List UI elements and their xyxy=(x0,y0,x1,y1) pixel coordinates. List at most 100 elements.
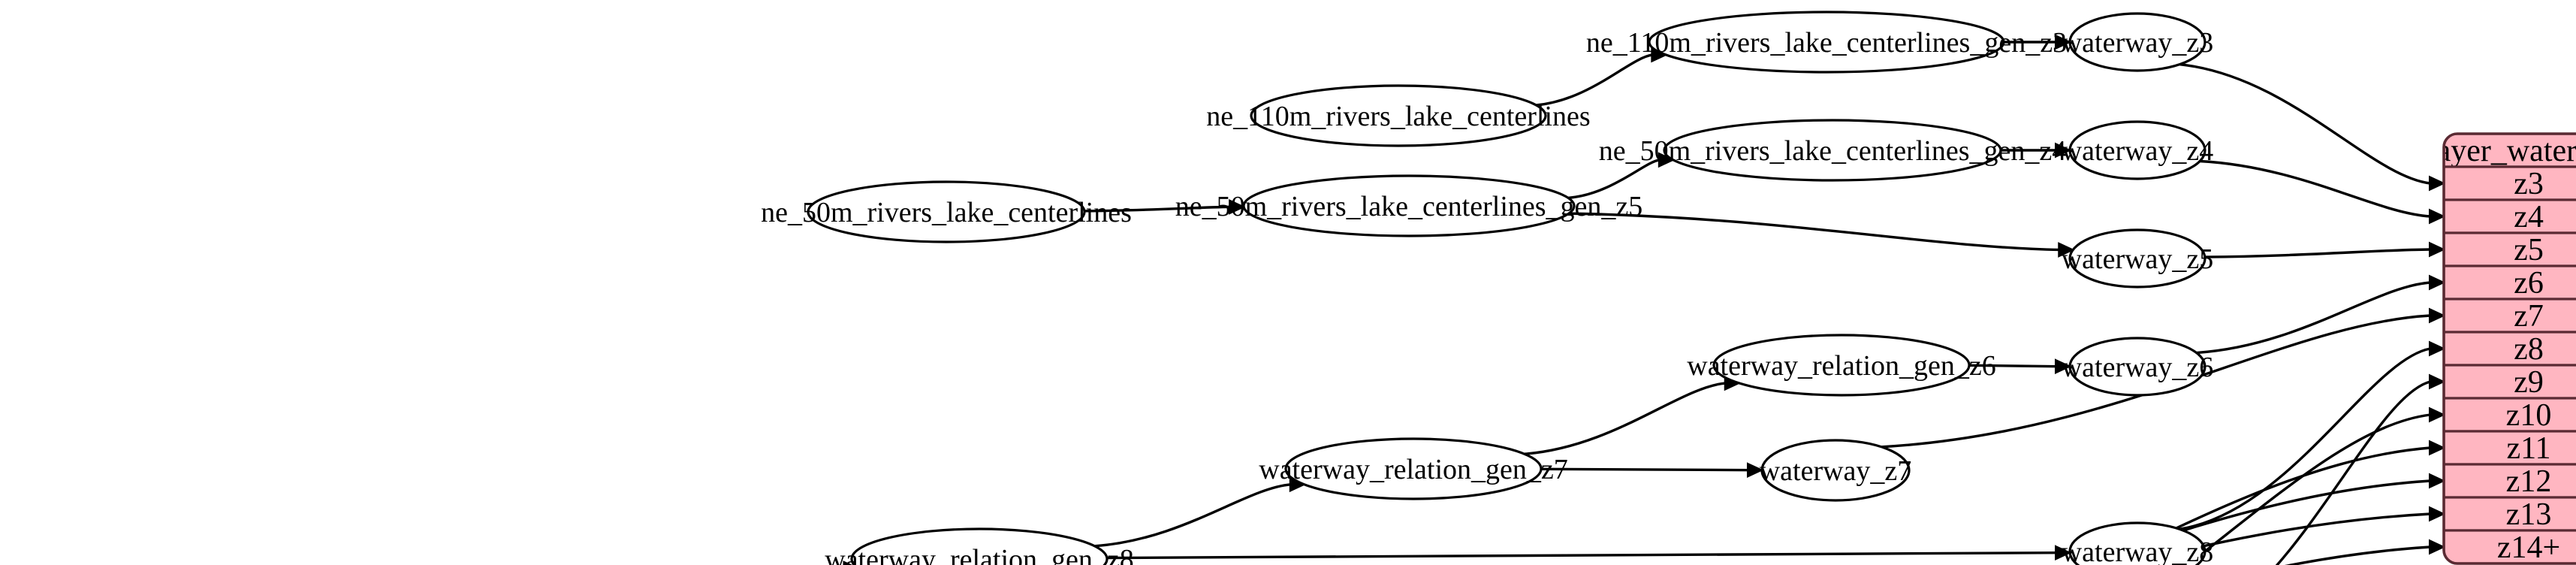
node-shape xyxy=(2068,521,2206,565)
graph-edge-waterway_relation_gen_z7-to-waterway_z7 xyxy=(1540,467,1749,472)
legend-row-label: z7 xyxy=(2514,299,2544,334)
node-shape xyxy=(1760,439,1911,502)
arrow-head-icon xyxy=(1747,462,1764,479)
node-shape xyxy=(2068,228,2206,289)
arrow-head-icon xyxy=(2055,34,2072,50)
legend-row-label: z4 xyxy=(2514,200,2544,234)
legend-row-z3[interactable] xyxy=(2444,165,2576,201)
graph-node-waterway_z4[interactable]: waterway_z4 xyxy=(2062,120,2214,180)
graph-node-ne_110m_rivers_lake_centerlines[interactable]: ne_110m_rivers_lake_centerlines xyxy=(1206,84,1591,147)
arrow-head-icon xyxy=(2055,545,2072,561)
node-shape xyxy=(807,180,1086,243)
legend-row-z11[interactable] xyxy=(2444,430,2576,466)
legend-header-label: layer_waterway xyxy=(2428,134,2576,168)
graph-node-waterway_relation_gen_z7[interactable]: waterway_relation_gen_z7 xyxy=(1259,437,1568,500)
node-shape xyxy=(1250,84,1547,147)
legend-row-label: z10 xyxy=(2506,398,2552,433)
graph-node-ne_110m_rivers_lake_centerlines_gen_z3[interactable]: ne_110m_rivers_lake_centerlines_gen_z3 xyxy=(1586,11,2067,74)
graph-node-ne_50m_rivers_lake_centerlines_gen_z4[interactable]: ne_50m_rivers_lake_centerlines_gen_z4 xyxy=(1599,119,2067,182)
legend-row-z5[interactable] xyxy=(2444,231,2576,267)
node-label: ne_110m_rivers_lake_centerlines xyxy=(1206,101,1590,132)
node-label: ne_50m_rivers_lake_centerlines_gen_z5 xyxy=(1175,191,1643,222)
graph-edge-waterway_z8-to-layer_z8 xyxy=(2179,347,2431,531)
legend-row-label: z6 xyxy=(2514,266,2544,301)
legend-row-label: z12 xyxy=(2506,464,2552,499)
graph-node-waterway_z5[interactable]: waterway_z5 xyxy=(2062,228,2214,289)
arrow-head-icon xyxy=(2058,242,2075,258)
node-label: waterway_relation_gen_z6 xyxy=(1687,350,1996,382)
node-label: waterway_z7 xyxy=(1760,455,1912,487)
legend-row-z13[interactable] xyxy=(2444,496,2576,532)
legend-row-z14plus[interactable] xyxy=(2444,529,2576,563)
graph-node-waterway_z3[interactable]: waterway_z3 xyxy=(2062,12,2214,72)
arrow-head-icon xyxy=(2429,539,2446,555)
node-label: waterway_relation_gen_z7 xyxy=(1259,454,1568,485)
legend-table: layer_waterwayz3z4z5z6z7z8z9z10z11z12z13… xyxy=(2428,132,2576,565)
node-shape xyxy=(2068,120,2206,180)
legend-row-label: z14+ xyxy=(2497,530,2560,565)
legend-row-z4[interactable] xyxy=(2444,198,2576,234)
graph-node-waterway_relation_gen_z8[interactable]: waterway_relation_gen_z8 xyxy=(825,527,1134,565)
graph-node-waterway_z7[interactable]: waterway_z7 xyxy=(1760,439,1912,502)
arrow-head-icon xyxy=(2429,440,2446,456)
legend-row-z9[interactable] xyxy=(2444,364,2576,400)
arrow-head-icon xyxy=(2055,142,2072,159)
graph-node-waterway_z8[interactable]: waterway_z8 xyxy=(2062,521,2214,565)
node-shape xyxy=(850,527,1109,565)
graph-edge-waterway_relation_gen_z7-to-waterway_relation_gen_z6 xyxy=(1524,382,1726,455)
legend-row-label: z9 xyxy=(2514,365,2544,400)
graph-node-waterway_relation_gen_z6[interactable]: waterway_relation_gen_z6 xyxy=(1687,334,1996,397)
arrow-head-icon xyxy=(2429,274,2446,291)
graph-edge-ne_50m_rivers_lake_centerlines_gen_z5-to-waterway_z5 xyxy=(1568,212,2060,252)
graph-edge-waterway_z12-to-layer_z12 xyxy=(2077,479,2431,565)
node-shape xyxy=(1284,437,1543,500)
legend-header-cell xyxy=(2444,134,2576,168)
legend-row-label: z11 xyxy=(2506,431,2550,466)
arrow-head-icon xyxy=(843,560,853,565)
graph-edge-waterway_relation_gen_z6-to-waterway_z6 xyxy=(1968,364,2057,368)
legend-row-label: z3 xyxy=(2514,167,2544,201)
legend-row-z6[interactable] xyxy=(2444,264,2576,301)
graph-edge-waterway_z3-to-layer_z3 xyxy=(2179,62,2431,185)
legend-row-label: z8 xyxy=(2514,332,2544,367)
node-label: ne_110m_rivers_lake_centerlines_gen_z3 xyxy=(1586,27,2067,59)
arrow-head-icon xyxy=(2429,175,2446,192)
graph-edge-waterway_z9-to-layer_z9 xyxy=(2275,380,2431,565)
node-shape xyxy=(1648,11,2005,74)
legend-row-z8[interactable] xyxy=(2444,331,2576,367)
arrow-head-icon xyxy=(2429,208,2446,225)
graph-edge-waterway_relation_gen_z8-to-waterway_z8 xyxy=(1106,551,2057,560)
node-label: waterway_z8 xyxy=(2062,536,2214,565)
arrow-head-icon xyxy=(2429,241,2446,258)
node-label: ne_50m_rivers_lake_centerlines_gen_z4 xyxy=(1599,135,2067,167)
node-shape xyxy=(1712,334,1971,397)
arrow-head-icon xyxy=(2055,358,2072,375)
arrow-head-icon xyxy=(1229,199,1246,215)
arrow-head-icon xyxy=(2429,340,2446,357)
arrow-head-icon xyxy=(2429,406,2446,423)
node-label: waterway_z6 xyxy=(2062,352,2214,383)
graph-node-ne_50m_rivers_lake_centerlines[interactable]: ne_50m_rivers_lake_centerlines xyxy=(761,180,1132,243)
graph-node-ne_50m_rivers_lake_centerlines_gen_z5[interactable]: ne_50m_rivers_lake_centerlines_gen_z5 xyxy=(1175,174,1643,237)
graph-edge-waterway_z6-to-layer_z6 xyxy=(2196,281,2431,355)
graph-edge-waterway_relation_gen_z8-to-waterway_relation_gen_z7 xyxy=(1094,483,1291,548)
legend-row-label: z13 xyxy=(2506,497,2552,532)
node-shape xyxy=(1663,119,2002,182)
edges-layer xyxy=(843,34,2446,565)
nodes-layer: imposm3osm_waterway_relationosm_waterway… xyxy=(761,11,2214,565)
graph-edge-ne_50m_rivers_lake_centerlines-to-ne_50m_rivers_lake_centerlines_gen_z5 xyxy=(1084,205,1231,213)
arrow-head-icon xyxy=(2429,307,2446,324)
legend-row-z7[interactable] xyxy=(2444,298,2576,334)
graph-node-waterway_z6[interactable]: waterway_z6 xyxy=(2062,337,2214,397)
arrow-head-icon xyxy=(1658,152,1676,168)
node-label: ne_50m_rivers_lake_centerlines xyxy=(761,197,1132,228)
node-shape xyxy=(2068,337,2206,397)
legend-row-label: z5 xyxy=(2514,233,2544,267)
node-label: waterway_z5 xyxy=(2062,243,2214,275)
node-shape xyxy=(2068,12,2206,72)
graph-edge-ne_50m_rivers_lake_centerlines_gen_z5-to-ne_50m_rivers_lake_centerlines_gen_z4 xyxy=(1567,159,1661,200)
graph-edge-ne_110m_rivers_lake_centerlines-to-ne_110m_rivers_lake_centerlines_gen_z3 xyxy=(1536,53,1653,107)
legend-row-z10[interactable] xyxy=(2444,397,2576,433)
